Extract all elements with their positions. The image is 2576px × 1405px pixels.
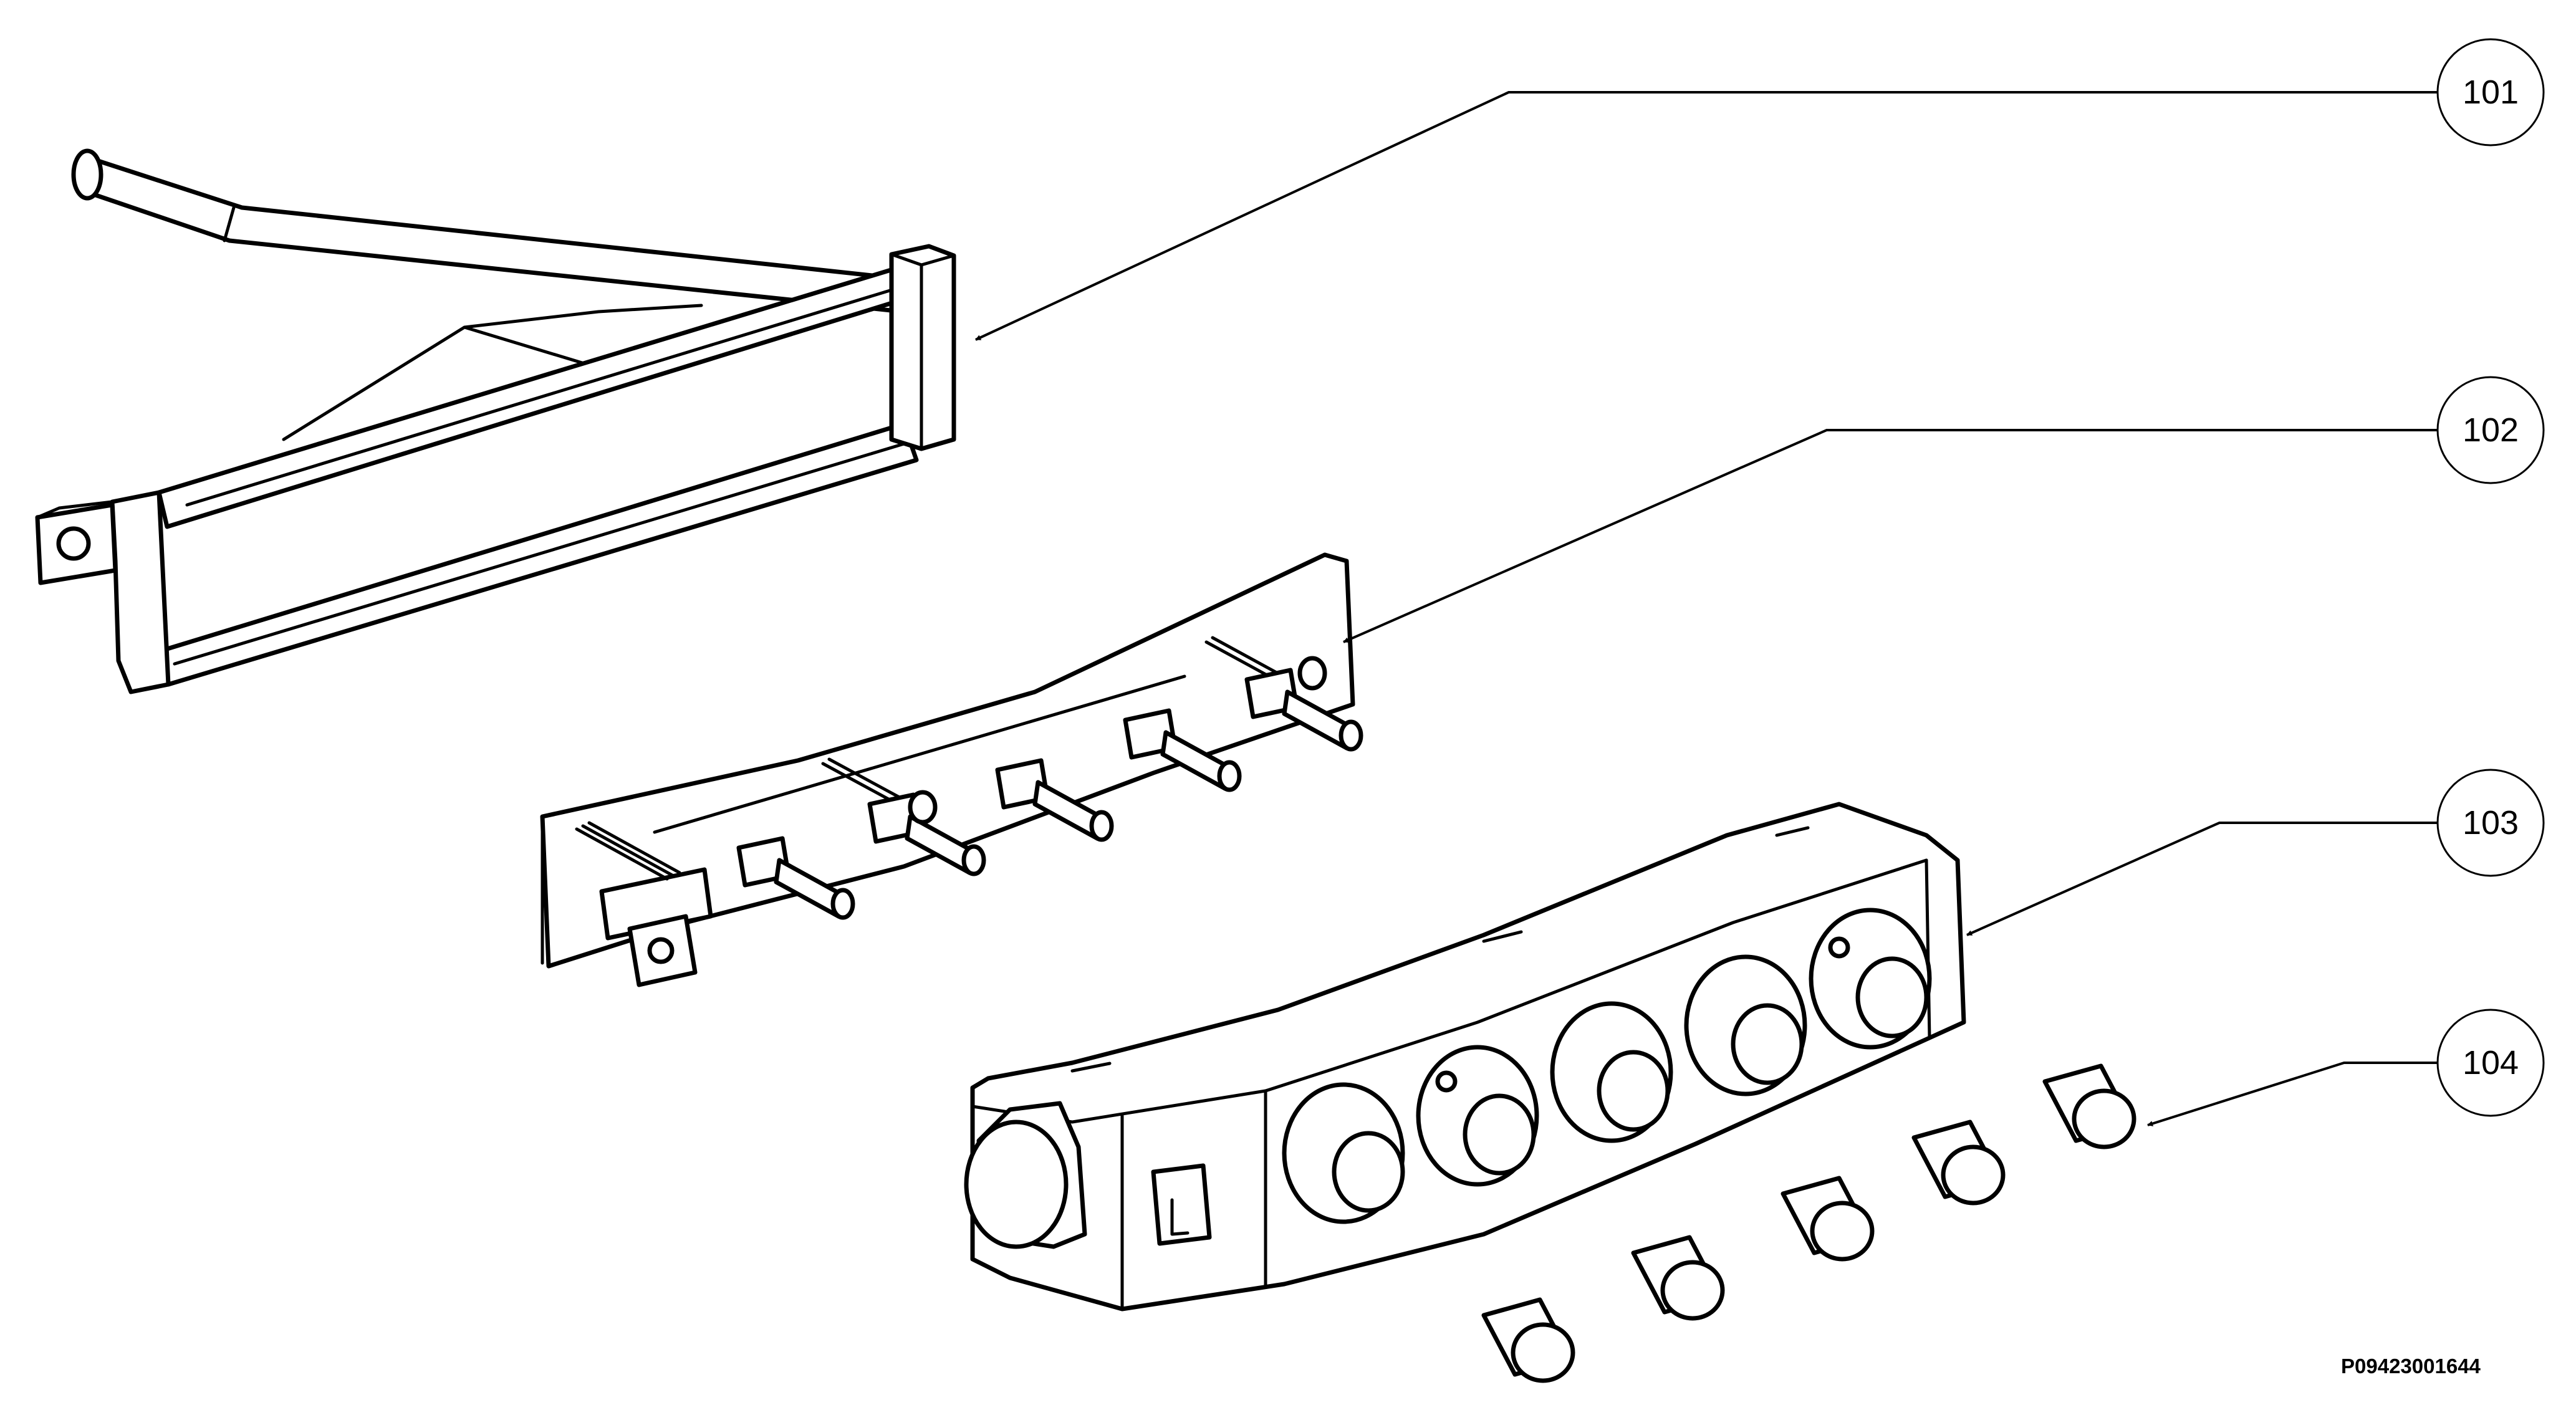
part-104-push-buttons [1481,1063,2136,1383]
part-103-control-panel [964,802,1966,1311]
push-button [1781,1176,1875,1262]
callout-101: 101 [975,38,2545,341]
part-101-frame [35,148,956,694]
callout-103: 103 [1966,769,2545,936]
callout-label-104: 104 [2463,1044,2519,1081]
callout-102: 102 [1343,376,2545,643]
callout-label-101: 101 [2463,74,2519,111]
push-button [2042,1063,2136,1149]
reference-code: P09423001644 [2341,1355,2481,1378]
push-button [1481,1297,1575,1383]
push-button [1631,1235,1725,1321]
callout-104: 104 [2147,1009,2545,1126]
part-102-control-board [540,552,1363,987]
push-button [1911,1120,2006,1206]
callout-label-102: 102 [2463,411,2519,449]
callout-label-103: 103 [2463,804,2519,842]
